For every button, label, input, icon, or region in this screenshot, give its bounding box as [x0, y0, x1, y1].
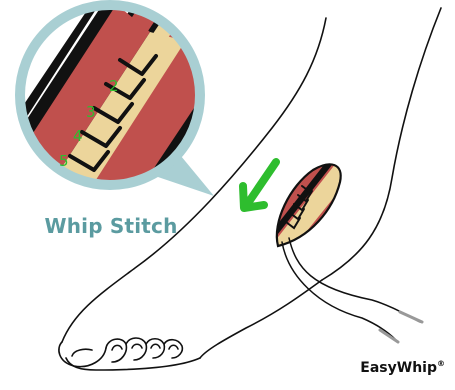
toe-nail-5: [169, 345, 178, 349]
arrow-down-left-icon: [243, 162, 276, 208]
registered-mark: ®: [437, 359, 445, 368]
stitch-number: 3: [86, 103, 96, 121]
easywhip-brand: EasyWhip®: [360, 359, 445, 376]
brand-name: EasyWhip: [360, 360, 437, 376]
stitch-number: 4: [73, 127, 83, 145]
toe-4: [146, 339, 164, 358]
magnified-view: [0, 0, 232, 198]
toe-5: [164, 340, 182, 358]
stitch-number: 5: [59, 152, 69, 170]
stitch-number: 2: [109, 77, 119, 95]
toe-2: [106, 339, 126, 362]
whip-stitch-caption: Whip Stitch: [36, 214, 186, 238]
leg-back-line: [322, 8, 441, 280]
toe-nail-4: [151, 344, 160, 348]
toe-nail-2: [112, 345, 122, 350]
suture-tails: [282, 238, 422, 342]
big-toe: [59, 342, 106, 367]
heel-line: [200, 280, 322, 358]
sole-line: [66, 358, 200, 370]
big-toe-nail: [72, 349, 92, 356]
toe-3: [126, 338, 146, 360]
toe-nail-3: [132, 344, 142, 348]
